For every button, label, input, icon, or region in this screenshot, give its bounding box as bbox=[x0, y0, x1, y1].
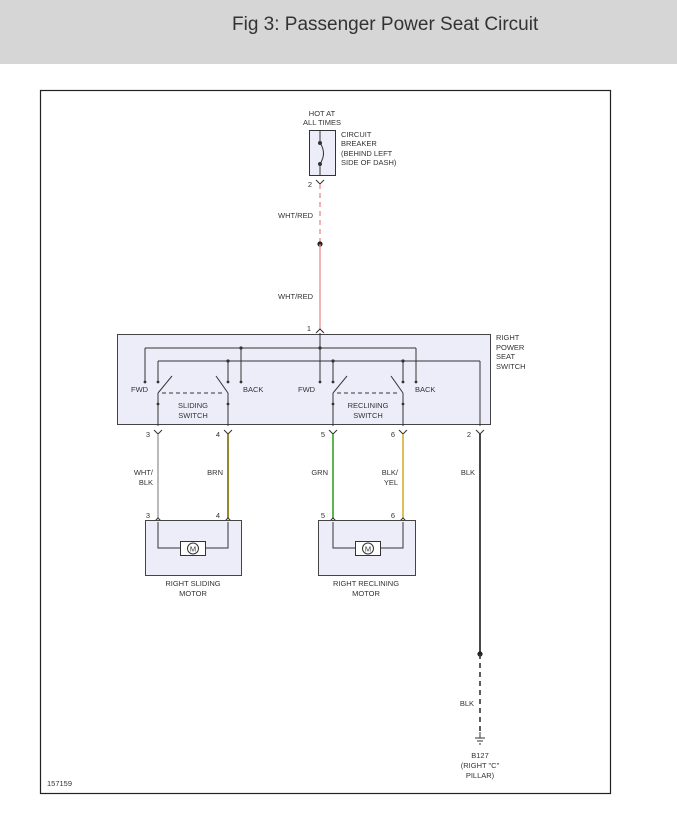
sliding-motor-label-line2: MOTOR bbox=[179, 589, 207, 598]
sliding-back-label: BACK bbox=[243, 385, 263, 394]
breaker-label-line1: CIRCUIT bbox=[341, 130, 372, 139]
ground-label-line2: (RIGHT "C" bbox=[461, 761, 500, 770]
switch-pin-1: 1 bbox=[307, 324, 311, 333]
wire-blk-yel-label-line1: BLK/ bbox=[382, 468, 399, 477]
switch-pin-2: 2 bbox=[467, 430, 471, 439]
wire-brn-label: BRN bbox=[207, 468, 223, 477]
page-title: Fig 3: Passenger Power Seat Circuit bbox=[232, 14, 539, 35]
diagram-frame bbox=[39, 89, 612, 795]
reclining-back-label: BACK bbox=[415, 385, 435, 394]
reclining-motor-label-line2: MOTOR bbox=[352, 589, 380, 598]
wire-wht-blk-label-line1: WHT/ bbox=[134, 468, 154, 477]
switch-pin-3: 3 bbox=[146, 430, 150, 439]
reclining-motor-icon: M bbox=[355, 541, 381, 556]
switch-junction-dots bbox=[143, 346, 418, 406]
figure-id: 157159 bbox=[47, 779, 72, 788]
switch-pin-6: 6 bbox=[391, 430, 395, 439]
sliding-motor-wiring bbox=[157, 522, 229, 549]
breaker-pin-2: 2 bbox=[308, 180, 312, 189]
page-header: Fig 3: Passenger Power Seat Circuit bbox=[0, 0, 677, 64]
ground-icon bbox=[475, 732, 485, 745]
power-seat-switch-box bbox=[117, 334, 491, 425]
reclining-fwd-label: FWD bbox=[298, 385, 316, 394]
switch-input-connector bbox=[315, 328, 325, 334]
sliding-switch-label-line2: SWITCH bbox=[178, 411, 208, 420]
wire-blk-yel-label-line2: YEL bbox=[384, 478, 398, 487]
ground-label-line1: B127 bbox=[471, 751, 489, 760]
circuit-breaker bbox=[309, 130, 336, 176]
reclining-motor-symbol: M bbox=[365, 545, 371, 554]
switch-name-line1: RIGHT bbox=[496, 333, 520, 342]
wire-grn-label: GRN bbox=[311, 468, 328, 477]
breaker-label-line3: (BEHIND LEFT bbox=[341, 149, 393, 158]
reclining-motor-pin-6: 6 bbox=[391, 511, 395, 520]
breaker-label-line4: SIDE OF DASH) bbox=[341, 158, 397, 167]
sliding-fwd-label: FWD bbox=[131, 385, 149, 394]
sliding-motor-label-line1: RIGHT SLIDING bbox=[165, 579, 220, 588]
reclining-motor-wiring bbox=[332, 522, 404, 549]
switch-pin-4: 4 bbox=[216, 430, 220, 439]
reclining-motor-pin-5: 5 bbox=[321, 511, 325, 520]
wire-wht-red-label-lower: WHT/RED bbox=[278, 292, 314, 301]
reclining-switch-label-line1: RECLINING bbox=[348, 401, 389, 410]
wire-wht-blk-label-line2: BLK bbox=[139, 478, 153, 487]
switch-pin-5: 5 bbox=[321, 430, 325, 439]
switch-name-line2: POWER bbox=[496, 343, 525, 352]
switch-name-line4: SWITCH bbox=[496, 362, 526, 371]
breaker-label-line2: BREAKER bbox=[341, 139, 377, 148]
ground-label-line3: PILLAR) bbox=[466, 771, 495, 780]
sliding-motor-icon: M bbox=[180, 541, 206, 556]
wire-wht-red-label-upper: WHT/RED bbox=[278, 211, 314, 220]
power-label-line2: ALL TIMES bbox=[303, 118, 341, 127]
reclining-switch-label-line2: SWITCH bbox=[353, 411, 383, 420]
sliding-motor-symbol: M bbox=[190, 545, 196, 554]
reclining-motor-label-line1: RIGHT RECLINING bbox=[333, 579, 399, 588]
sliding-motor-pin-3: 3 bbox=[146, 511, 150, 520]
switch-name-line3: SEAT bbox=[496, 352, 515, 361]
sliding-switch-label-line1: SLIDING bbox=[178, 401, 208, 410]
ground-wire-label: BLK bbox=[460, 699, 474, 708]
sliding-motor-pin-4: 4 bbox=[216, 511, 220, 520]
wire-blk-label: BLK bbox=[461, 468, 475, 477]
switch-internal-wiring bbox=[144, 333, 481, 426]
power-label-line1: HOT AT bbox=[309, 109, 336, 118]
